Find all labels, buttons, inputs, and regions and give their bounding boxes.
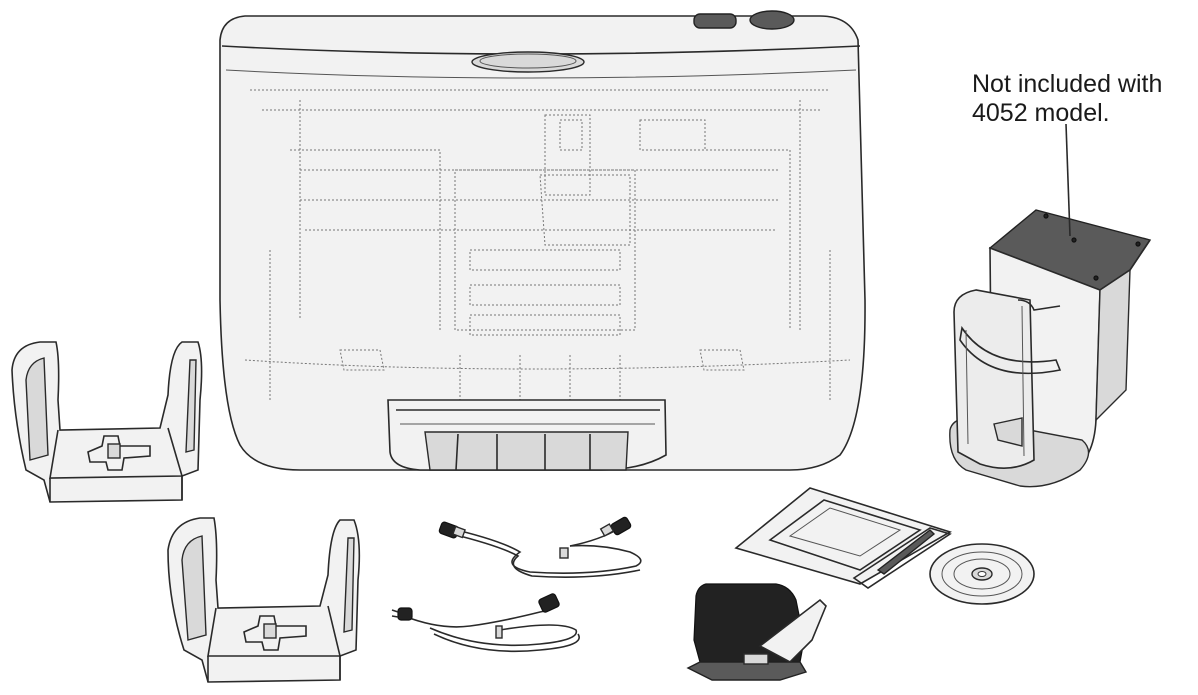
- reject-bin-kiosk: [949, 209, 1152, 488]
- callout-leader-line: [1065, 123, 1071, 237]
- callout-line-2: 4052 model.: [972, 99, 1110, 127]
- callout-line-1: Not included with: [972, 70, 1163, 98]
- usb-cable: [438, 516, 642, 578]
- software-disc: [929, 543, 1035, 605]
- disc-publisher-unit: [219, 10, 866, 471]
- power-cord: [391, 593, 580, 653]
- callout-note: Not included with 4052 model.: [972, 70, 1162, 128]
- ink-cartridge: [686, 583, 827, 681]
- documentation-packet: [734, 487, 952, 589]
- disc-bin-left: [11, 341, 203, 503]
- disc-bin-front: [167, 517, 361, 683]
